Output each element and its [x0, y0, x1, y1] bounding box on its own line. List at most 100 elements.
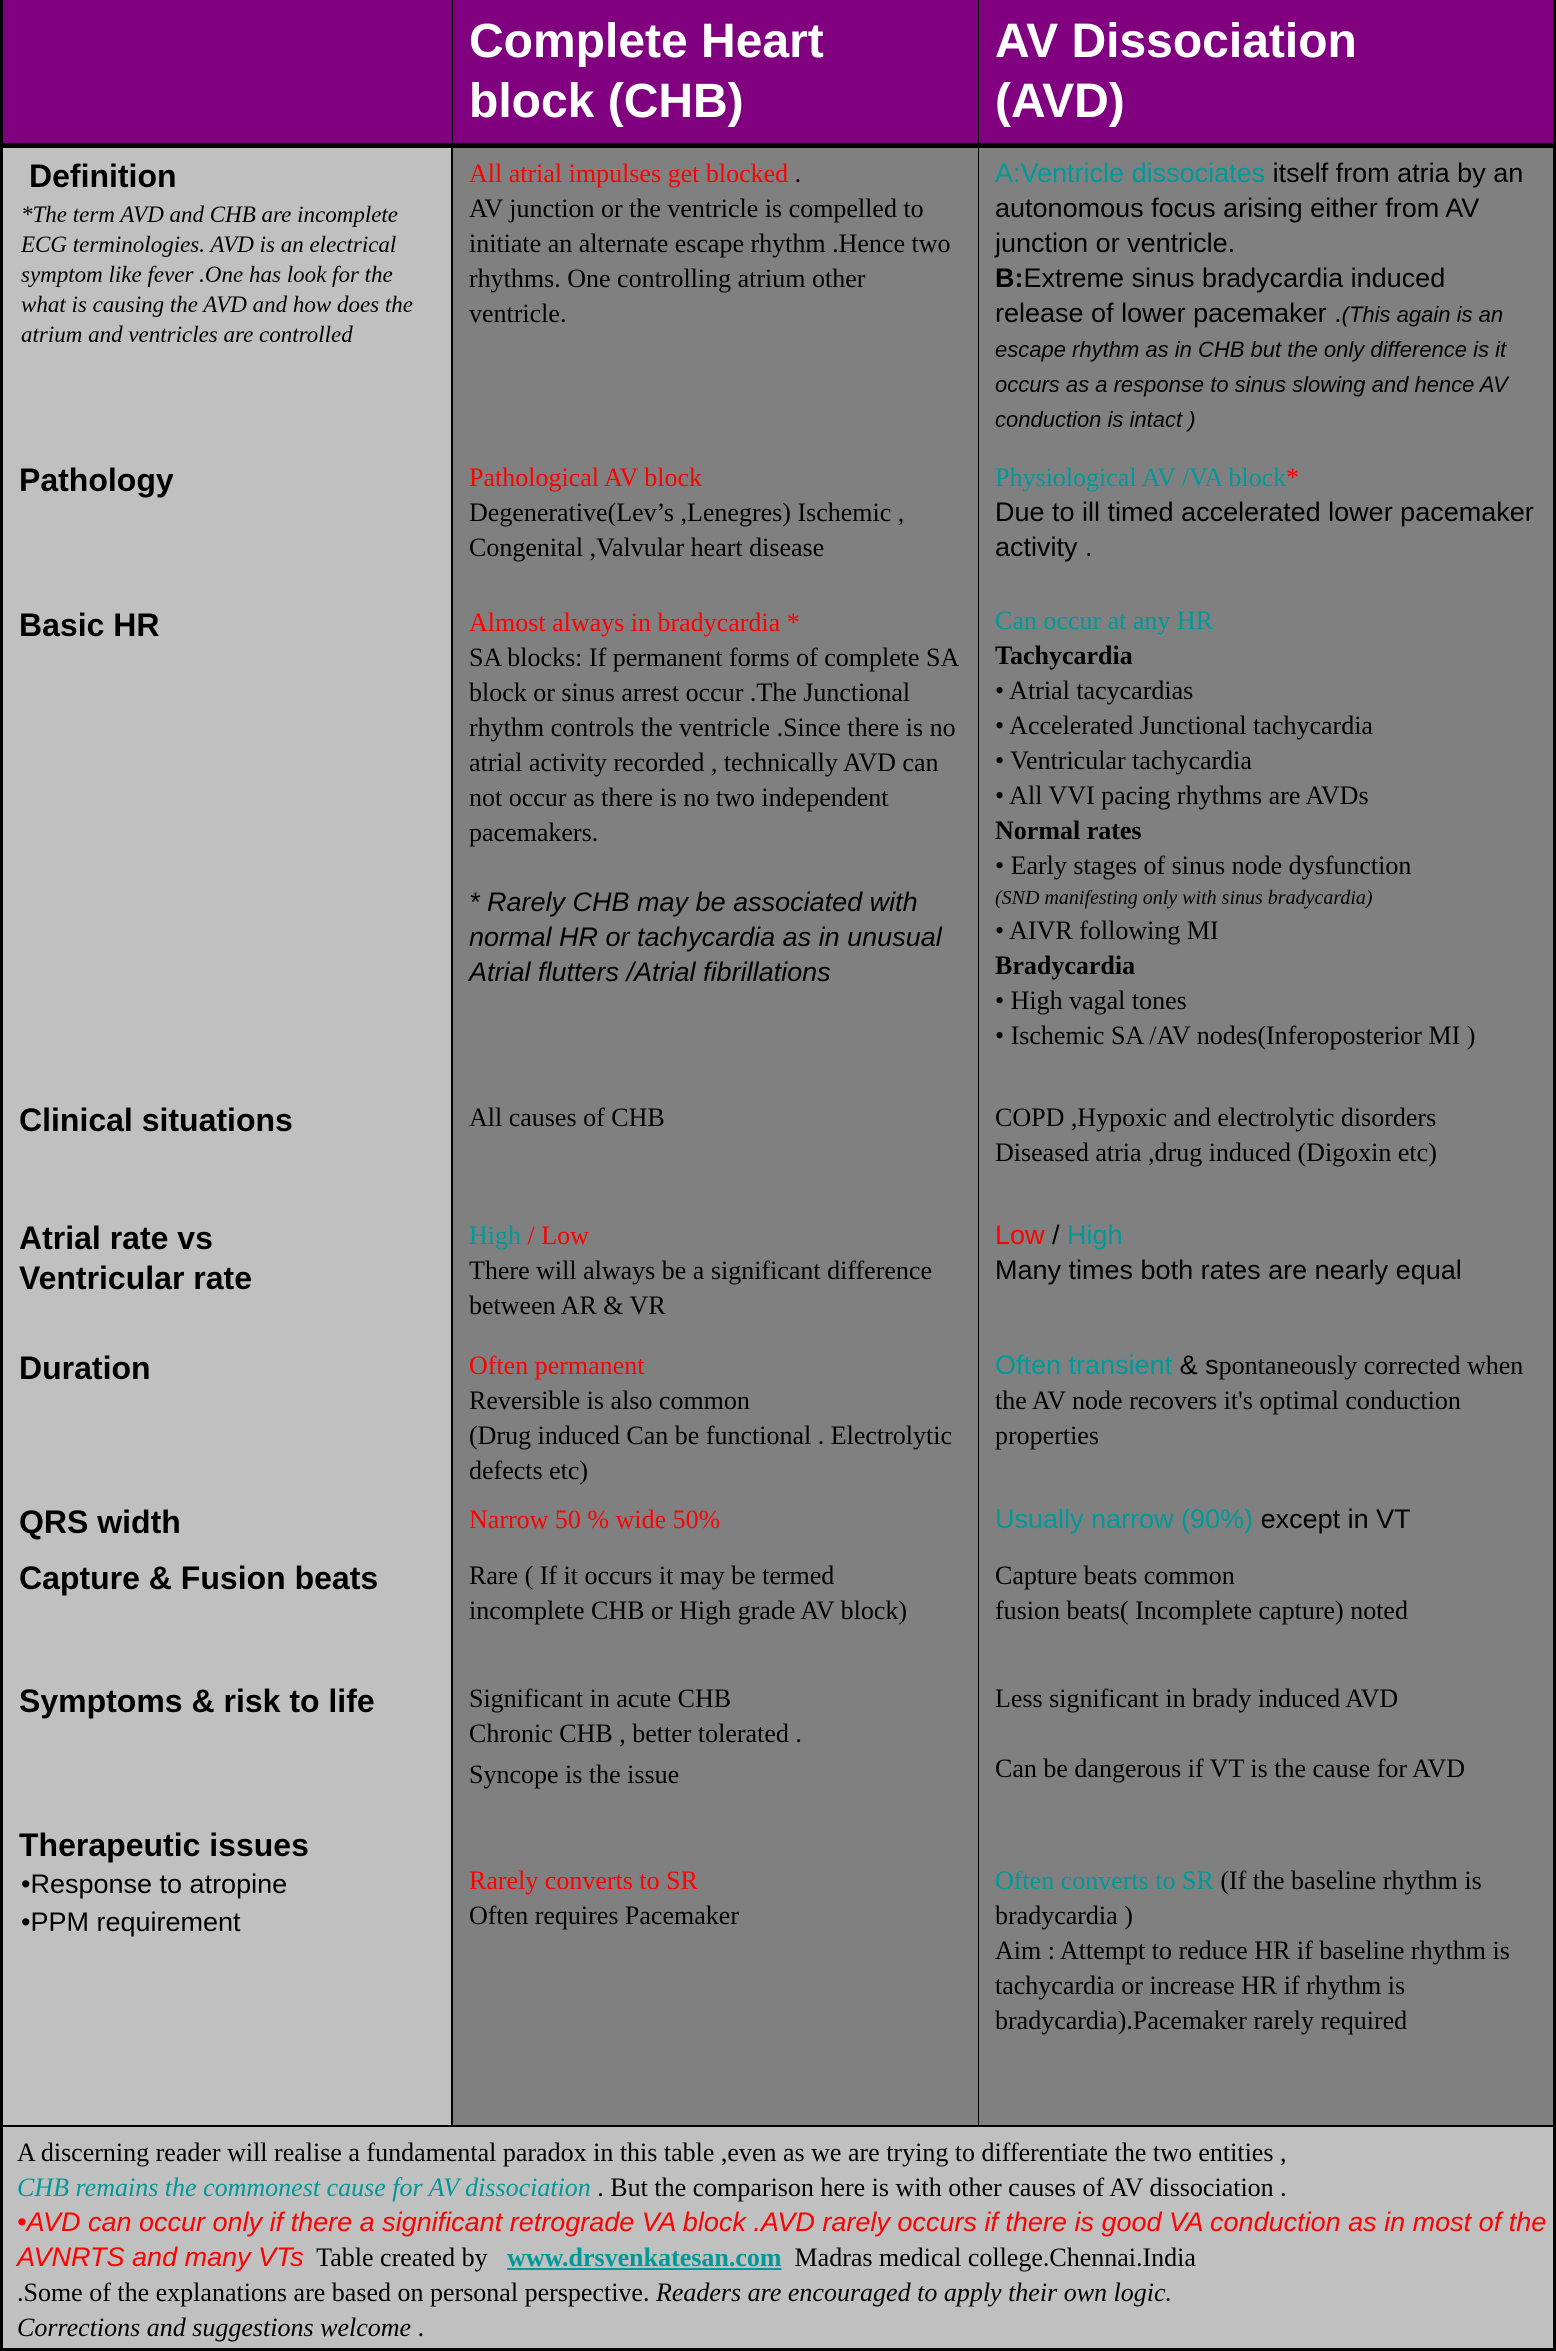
avd-line: Diseased atria ,drug induced (Digoxin et… [995, 1138, 1437, 1167]
row-label-cell: Therapeutic issues •Response to atropine… [0, 1817, 453, 2125]
avd-qrs: Usually narrow (90%) except in VT [979, 1494, 1553, 1537]
chb-highlight: Almost always in bradycardia * [469, 608, 800, 637]
table-row-atrial-rate: Atrial rate vs Ventricular rate High / L… [0, 1210, 1556, 1342]
row-label: Clinical situations [19, 1102, 293, 1138]
avd-b-text: Extreme sinus bradycardia induced releas… [995, 263, 1446, 328]
chb-cell: Narrow 50 % wide 50% [453, 1494, 979, 1550]
row-label-cell: Capture & Fusion beats [0, 1550, 453, 1673]
chb-high: High [469, 1221, 521, 1250]
list-item: • Early stages of sinus node dysfunction [995, 851, 1412, 880]
row-label: Symptoms & risk to life [19, 1683, 375, 1719]
avd-cell: Usually narrow (90%) except in VT [979, 1494, 1556, 1550]
row-label: QRS width [19, 1504, 181, 1540]
row-label-cell: Atrial rate vs Ventricular rate [0, 1210, 453, 1340]
footer-line: . But the comparison here is with other … [590, 2173, 1287, 2202]
chb-cell: Rare ( If it occurs it may be termed inc… [453, 1550, 979, 1673]
chb-highlight: Rarely converts to SR [469, 1866, 698, 1895]
avd-cell: A:Ventricle dissociates itself from atri… [979, 148, 1556, 452]
avd-text: (If the baseline rhythm is bradycardia ) [995, 1866, 1482, 1930]
chb-basic-hr: Almost always in bradycardia * SA blocks… [453, 597, 978, 990]
row-label: Duration [19, 1350, 151, 1386]
chb-line: (Drug induced Can be functional . Electr… [469, 1421, 953, 1485]
avd-text: Many times both rates are nearly equal [995, 1255, 1462, 1285]
list-item: • Ischemic SA /AV nodes(Inferoposterior … [995, 1021, 1476, 1050]
avd-cell: Low / High Many times both rates are nea… [979, 1210, 1556, 1340]
punct: . [788, 159, 802, 188]
row-label: Atrial rate vs Ventricular rate [19, 1220, 252, 1296]
table-row-therapeutic: Therapeutic issues •Response to atropine… [0, 1817, 1556, 2127]
avd-therapeutic: Often converts to SR (If the baseline rh… [979, 1817, 1553, 2038]
group-heading-normal-rates: Normal rates [995, 816, 1142, 845]
footer-italic: Corrections and suggestions welcome [17, 2313, 412, 2342]
avd-text: Due to ill timed accelerated lower pacem… [995, 497, 1534, 562]
chb-line: Chronic CHB , better tolerated . [469, 1719, 802, 1748]
avd-capture: Capture beats common fusion beats( Incom… [979, 1550, 1553, 1628]
footer-italic: Readers are encouraged to apply their ow… [655, 2278, 1173, 2307]
footer-note: A discerning reader will realise a funda… [0, 2125, 1556, 2351]
table-row-duration: Duration Often permanent Reversible is a… [0, 1340, 1556, 1496]
chb-duration: Often permanent Reversible is also commo… [453, 1340, 978, 1488]
avd-b-prefix: B: [995, 263, 1024, 293]
header-chb: Complete Heart block (CHB) [453, 0, 979, 143]
list-item: • AIVR following MI [995, 916, 1219, 945]
sep: / [521, 1221, 542, 1250]
chb-highlight: All atrial impulses get blocked [469, 159, 789, 188]
chb-cell: Almost always in bradycardia * SA blocks… [453, 597, 979, 1092]
chb-text: Rare ( If it occurs it may be termed inc… [469, 1561, 908, 1625]
chb-symptoms: Significant in acute CHB Chronic CHB , b… [453, 1673, 978, 1792]
avd-highlight: Often transient [995, 1350, 1173, 1380]
chb-cell: Pathological AV block Degenerative(Lev’s… [453, 452, 979, 597]
row-label: Therapeutic issues [19, 1827, 309, 1863]
chb-text: Degenerative(Lev’s ,Lenegres) Ischemic ,… [469, 498, 905, 562]
chb-cell: Often permanent Reversible is also commo… [453, 1340, 979, 1494]
header-empty-cell [0, 0, 453, 143]
table-row-capture: Capture & Fusion beats Rare ( If it occu… [0, 1550, 1556, 1675]
row-label-cell: QRS width [0, 1494, 453, 1550]
row-label: Pathology [19, 462, 174, 498]
chb-line: Reversible is also common [469, 1386, 750, 1415]
header-avd-title: AV Dissociation (AVD) [995, 15, 1357, 128]
avd-cell: COPD ,Hypoxic and electrolytic disorders… [979, 1092, 1556, 1210]
row-label-cell: Symptoms & risk to life [0, 1673, 453, 1817]
avd-basic-hr: Can occur at any HR Tachycardia • Atrial… [979, 597, 1553, 1053]
row-label: Basic HR [19, 607, 160, 643]
avd-line: fusion beats( Incomplete capture) noted [995, 1596, 1408, 1625]
chb-text: Often requires Pacemaker [469, 1901, 739, 1930]
list-item: • Ventricular tachycardia [995, 746, 1252, 775]
chb-low: Low [541, 1221, 589, 1250]
avd-text: pontaneously corrected when the AV node … [995, 1351, 1524, 1450]
table-row-qrs: QRS width Narrow 50 % wide 50% Usually n… [0, 1494, 1556, 1552]
header-avd: AV Dissociation (AVD) [979, 0, 1556, 143]
chb-cell: Rarely converts to SR Often requires Pac… [453, 1817, 979, 2125]
chb-highlight: Pathological AV block [469, 463, 703, 492]
list-item: • All VVI pacing rhythms are AVDs [995, 781, 1369, 810]
chb-text: There will always be a significant diffe… [469, 1256, 932, 1320]
avd-atrial-rate: Low / High Many times both rates are nea… [979, 1210, 1553, 1288]
avd-b-note: (This again is an escape rhythm as in CH… [995, 302, 1508, 432]
footer-teal-note: CHB remains the commonest cause for AV d… [17, 2173, 591, 2202]
avd-cell: Often converts to SR (If the baseline rh… [979, 1817, 1556, 2125]
table-row-basic-hr: Basic HR Almost always in bradycardia * … [0, 597, 1556, 1094]
avd-symptoms: Less significant in brady induced AVD Ca… [979, 1673, 1553, 1786]
table-row-clinical: Clinical situations All causes of CHB CO… [0, 1092, 1556, 1212]
row-label-cell: Clinical situations [0, 1092, 453, 1210]
website-link[interactable]: www.drsvenkatesan.com [507, 2243, 782, 2272]
row-label: Capture & Fusion beats [19, 1560, 379, 1596]
chb-note: * Rarely CHB may be associated with norm… [469, 887, 942, 987]
avd-low: Low [995, 1220, 1045, 1250]
avd-highlight: Can occur at any HR [995, 606, 1214, 635]
chb-cell: All causes of CHB [453, 1092, 979, 1210]
avd-cell: Physiological AV /VA block* Due to ill t… [979, 452, 1556, 597]
sub-label-atropine: •Response to atropine [21, 1869, 288, 1899]
row-label-cell: Definition *The term AVD and CHB are inc… [0, 148, 453, 452]
definition-note: *The term AVD and CHB are incomplete ECG… [21, 202, 413, 347]
row-label: Definition [29, 158, 177, 194]
chb-cell: Significant in acute CHB Chronic CHB , b… [453, 1673, 979, 1817]
chb-cell: High / Low There will always be a signif… [453, 1210, 979, 1340]
avd-amp: & s [1172, 1350, 1219, 1380]
avd-a-text: itself from atria by an autonomous focus… [995, 158, 1524, 258]
chb-highlight: Often permanent [469, 1351, 645, 1380]
footer-credit: Madras medical college.Chennai.India [781, 2243, 1196, 2272]
chb-definition: All atrial impulses get blocked . AV jun… [453, 148, 978, 331]
chb-pathology: Pathological AV block Degenerative(Lev’s… [453, 452, 978, 565]
